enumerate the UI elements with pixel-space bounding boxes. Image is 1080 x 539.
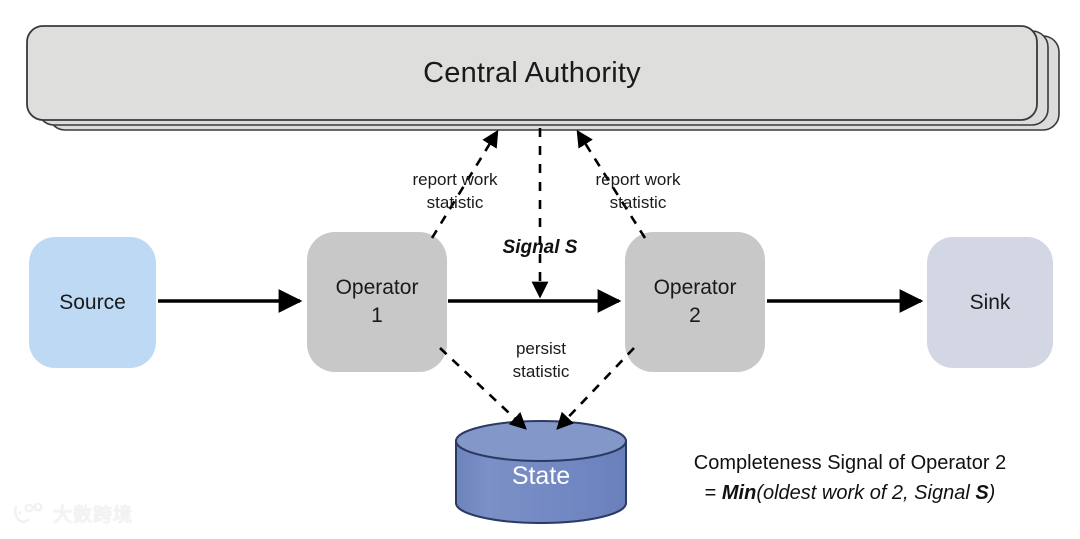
edge-persist-left: [439, 347, 527, 430]
formula-line-1: Completeness Signal of Operator 2: [693, 452, 1007, 474]
watermark-logo-icon: [14, 501, 43, 523]
report-work-statistic-left-label: report work statistic: [412, 170, 498, 212]
signal-s-label: Signal S: [502, 237, 578, 258]
formula-equals: =: [704, 482, 722, 504]
formula-min: Min: [721, 482, 757, 504]
formula-close-paren: ): [988, 482, 996, 504]
operator2-box: [625, 232, 765, 372]
report-work-statistic-right-label: report work statistic: [595, 170, 681, 212]
formula-line-2: = Min(oldest work of 2, Signal S): [650, 478, 1050, 508]
state-cylinder-top: [455, 420, 627, 462]
formula-signal-s: S: [975, 482, 989, 504]
edge-report-right: [576, 129, 647, 239]
central-authority-layer-1: [26, 25, 1038, 121]
operator1-box: [307, 232, 447, 372]
persist-statistic-label: persist statistic: [512, 339, 570, 381]
sink-box: [927, 237, 1053, 368]
state-cylinder-body: [455, 440, 627, 524]
formula-args: (oldest work of 2, Signal: [756, 482, 976, 504]
completeness-formula: Completeness Signal of Operator 2 = Min(…: [650, 448, 1050, 508]
watermark-text: 大数跨境: [53, 505, 134, 526]
central-authority-stack: [26, 25, 1060, 131]
edge-persist-right: [556, 347, 635, 430]
state-cylinder: [455, 420, 627, 524]
source-box: [29, 237, 156, 368]
watermark: 大数跨境: [12, 500, 133, 527]
edge-report-left: [430, 129, 499, 239]
